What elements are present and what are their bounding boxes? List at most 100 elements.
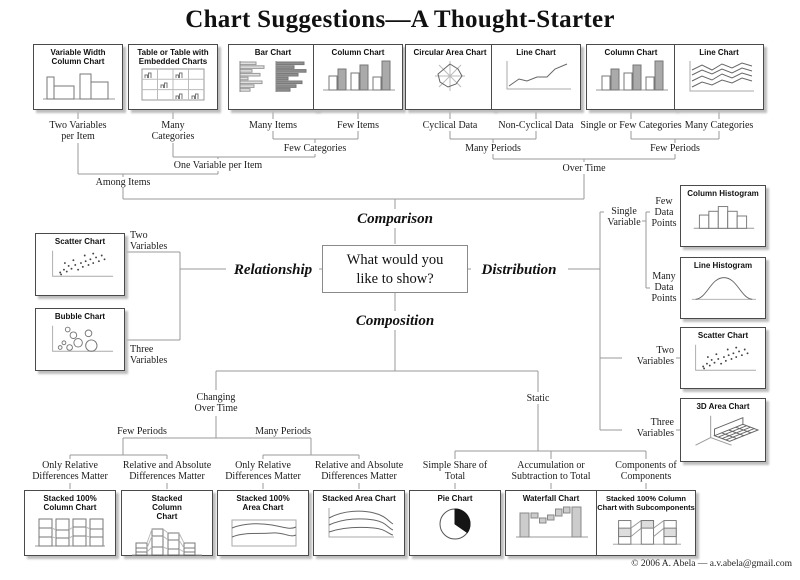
branch-comparison: Comparison xyxy=(357,211,433,227)
node-title: Line Histogram xyxy=(693,261,753,270)
label-many-categories: Many Categories xyxy=(151,120,195,142)
node-title: Stacked Area Chart xyxy=(322,494,396,503)
node-column-histogram: Column Histogram xyxy=(680,185,766,247)
label-relative-absolute-2: Relative and Absolute Differences Matter xyxy=(314,460,404,482)
node-3d-area-chart: 3D Area Chart xyxy=(680,398,766,462)
label-two-variables-left: Two Variables xyxy=(130,230,168,252)
node-title: Stacked 100% Column Chart xyxy=(43,494,97,512)
label-many-items: Many Items xyxy=(248,120,298,131)
scatter-chart-icon xyxy=(695,344,757,371)
node-table-with-embedded-charts: Table or Table with Embedded Charts xyxy=(128,44,218,110)
node-variable-width-column-chart: Variable Width Column Chart xyxy=(33,44,123,110)
label-single-or-few-categories: Single or Few Categories xyxy=(580,120,682,131)
node-stacked-100-column-chart: Stacked 100% Column Chart xyxy=(24,490,116,556)
node-title: Stacked Column Chart xyxy=(151,494,183,521)
stacked-100-column-chart-icon xyxy=(35,518,105,547)
label-over-time: Over Time xyxy=(562,163,606,174)
node-title: 3D Area Chart xyxy=(696,402,750,411)
wires-center-verticals xyxy=(215,293,539,392)
label-few-data-points: Few Data Points xyxy=(651,196,677,229)
node-title: Stacked 100% Area Chart xyxy=(236,494,290,512)
multi-line-chart-icon xyxy=(689,61,754,92)
node-waterfall-chart: Waterfall Chart xyxy=(505,490,597,556)
node-stacked-100-area-chart: Stacked 100% Area Chart xyxy=(217,490,309,556)
node-column-chart-few-items: Column Chart xyxy=(313,44,403,110)
wires-top-stubs xyxy=(77,110,720,119)
table-with-embedded-charts-icon xyxy=(141,68,205,101)
label-few-periods: Few Periods xyxy=(650,143,700,154)
label-cyclical-data: Cyclical Data xyxy=(422,120,478,131)
waterfall-chart-icon xyxy=(516,506,588,538)
label-changing-over-time: Changing Over Time xyxy=(194,392,238,414)
node-title: Stacked 100% Column Chart with Subcompon… xyxy=(597,494,695,512)
label-components-of-components: Components of Components xyxy=(615,460,677,482)
node-scatter-chart-right: Scatter Chart xyxy=(680,327,766,389)
label-many-data-points: Many Data Points xyxy=(651,271,677,304)
node-scatter-chart-left: Scatter Chart xyxy=(35,233,125,296)
stacked-area-chart-icon xyxy=(328,508,394,538)
wires-composition xyxy=(69,404,647,489)
node-title: Column Chart xyxy=(331,48,385,57)
three-d-area-chart-icon xyxy=(695,415,760,446)
bubble-chart-icon xyxy=(52,325,114,352)
question-box: What would you like to show? xyxy=(322,245,468,293)
line-chart-icon xyxy=(506,61,571,90)
wires-relationship xyxy=(125,251,322,341)
node-pie-chart: Pie Chart xyxy=(409,490,501,556)
node-line-chart-many-categories: Line Chart xyxy=(674,44,764,110)
column-chart-icon xyxy=(323,60,395,91)
scatter-chart-icon xyxy=(52,250,114,277)
copyright-note: © 2006 A. Abela — a.v.abela@gmail.com xyxy=(631,559,792,569)
label-only-relative-2: Only Relative Differences Matter xyxy=(225,460,301,482)
node-bar-chart: Bar Chart xyxy=(228,44,318,110)
stacked-column-chart-icon xyxy=(132,528,202,556)
node-line-chart-noncyclical: Line Chart xyxy=(491,44,581,110)
label-only-relative-1: Only Relative Differences Matter xyxy=(32,460,108,482)
branch-composition: Composition xyxy=(355,313,435,329)
circular-area-chart-icon xyxy=(435,61,465,91)
bar-chart-icon xyxy=(239,61,307,92)
label-simple-share-of-total: Simple Share of Total xyxy=(422,460,488,482)
node-title: Scatter Chart xyxy=(54,237,106,246)
node-title: Line Chart xyxy=(516,48,556,57)
node-stacked-column-chart: Stacked Column Chart xyxy=(121,490,213,556)
node-title: Bar Chart xyxy=(254,48,292,57)
label-three-variables-right: Three Variables xyxy=(636,417,674,439)
branch-distribution: Distribution xyxy=(481,262,557,278)
node-title: Line Chart xyxy=(699,48,739,57)
node-column-chart-few-periods: Column Chart xyxy=(586,44,676,110)
label-many-periods: Many Periods xyxy=(465,143,521,154)
node-title: Variable Width Column Chart xyxy=(50,48,106,66)
label-few-items: Few Items xyxy=(337,120,379,131)
label-accumulation-subtraction: Accumulation or Subtraction to Total xyxy=(511,460,591,482)
node-title: Column Histogram xyxy=(687,189,759,198)
variable-width-column-chart-icon xyxy=(43,73,115,100)
node-title: Bubble Chart xyxy=(54,312,106,321)
label-many-categories-2: Many Categories xyxy=(684,120,754,131)
node-bubble-chart: Bubble Chart xyxy=(35,308,125,371)
stacked-100-area-chart-icon xyxy=(231,519,297,547)
label-many-periods-bottom: Many Periods xyxy=(255,426,311,437)
poster-title: Chart Suggestions—A Thought-Starter xyxy=(185,6,615,33)
wires-top-brackets xyxy=(272,131,720,143)
column-chart-icon xyxy=(596,60,668,91)
wires-mid-brackets xyxy=(172,143,676,162)
label-one-variable-per-item: One Variable per Item xyxy=(173,160,263,171)
label-few-periods-bottom: Few Periods xyxy=(117,426,167,437)
branch-relationship: Relationship xyxy=(233,262,313,278)
node-title: Table or Table with Embedded Charts xyxy=(137,48,209,66)
node-title: Pie Chart xyxy=(437,494,473,503)
column-histogram-icon xyxy=(693,206,755,229)
label-static: Static xyxy=(526,393,550,404)
label-among-items: Among Items xyxy=(95,177,151,188)
node-title: Scatter Chart xyxy=(697,331,749,340)
label-non-cyclical-data: Non-Cyclical Data xyxy=(498,120,574,131)
label-two-variables-per-item: Two Variables per Item xyxy=(49,120,107,142)
label-three-variables-left: Three Variables xyxy=(130,344,168,366)
line-histogram-icon xyxy=(691,277,757,300)
node-stacked-area-chart: Stacked Area Chart xyxy=(313,490,405,556)
node-title: Column Chart xyxy=(604,48,658,57)
label-single-variable: Single Variable xyxy=(607,206,641,228)
